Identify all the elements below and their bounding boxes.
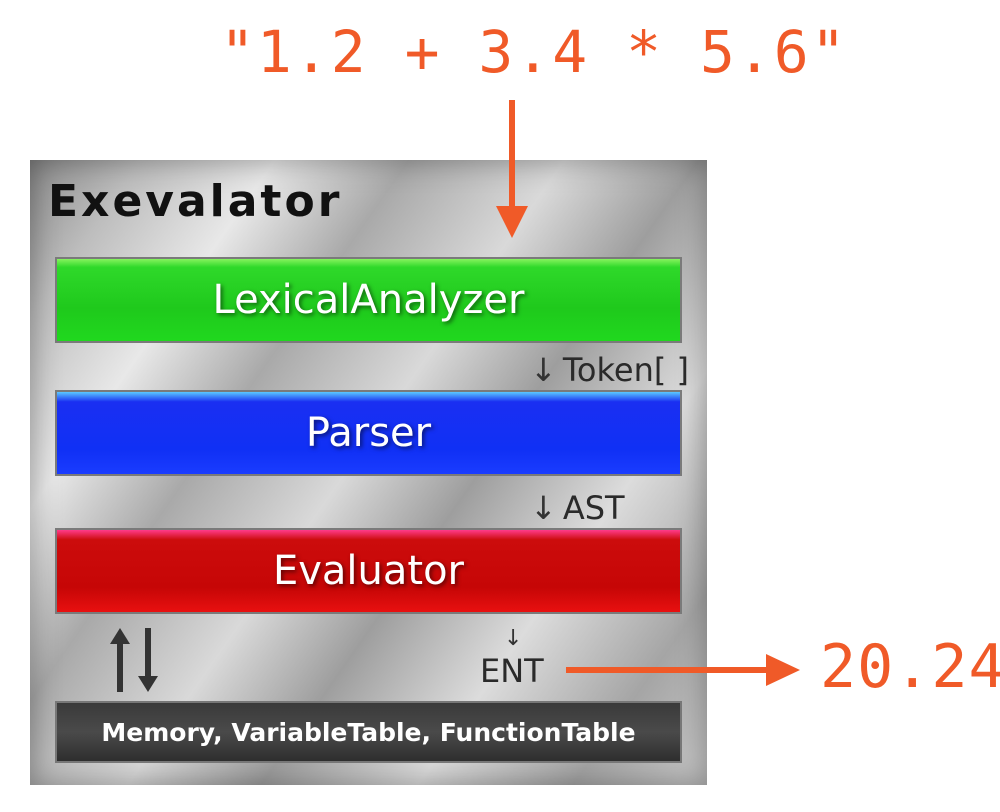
evaluator-box: Evaluator bbox=[55, 528, 682, 614]
lexical-analyzer-label: LexicalAnalyzer bbox=[212, 277, 525, 323]
exevalator-panel: Exevalator LexicalAnalyzer ↓Token[ ] Par… bbox=[30, 160, 707, 785]
ast-label: AST bbox=[562, 489, 625, 527]
result-value: 20.24 bbox=[820, 632, 1000, 702]
token-label: Token[ ] bbox=[562, 351, 689, 389]
parser-label: Parser bbox=[305, 410, 432, 456]
evaluator-label: Evaluator bbox=[272, 548, 465, 594]
token-flow-label: ↓Token[ ] bbox=[530, 351, 689, 389]
lexical-analyzer-box: LexicalAnalyzer bbox=[55, 257, 682, 343]
input-expression: "1.2 + 3.4 * 5.6" bbox=[220, 18, 848, 86]
ast-flow-label: ↓AST bbox=[530, 489, 625, 527]
ent-flow-label: ENT bbox=[480, 652, 544, 690]
small-down-arrow-icon: ↓ bbox=[504, 626, 523, 651]
parser-box: Parser bbox=[55, 390, 682, 476]
exevalator-logo: Exevalator bbox=[48, 176, 343, 227]
down-arrow-icon: ↓ bbox=[530, 489, 557, 527]
memory-label: Memory, VariableTable, FunctionTable bbox=[101, 717, 636, 747]
memory-box: Memory, VariableTable, FunctionTable bbox=[55, 701, 682, 763]
down-arrow-icon: ↓ bbox=[530, 351, 557, 389]
